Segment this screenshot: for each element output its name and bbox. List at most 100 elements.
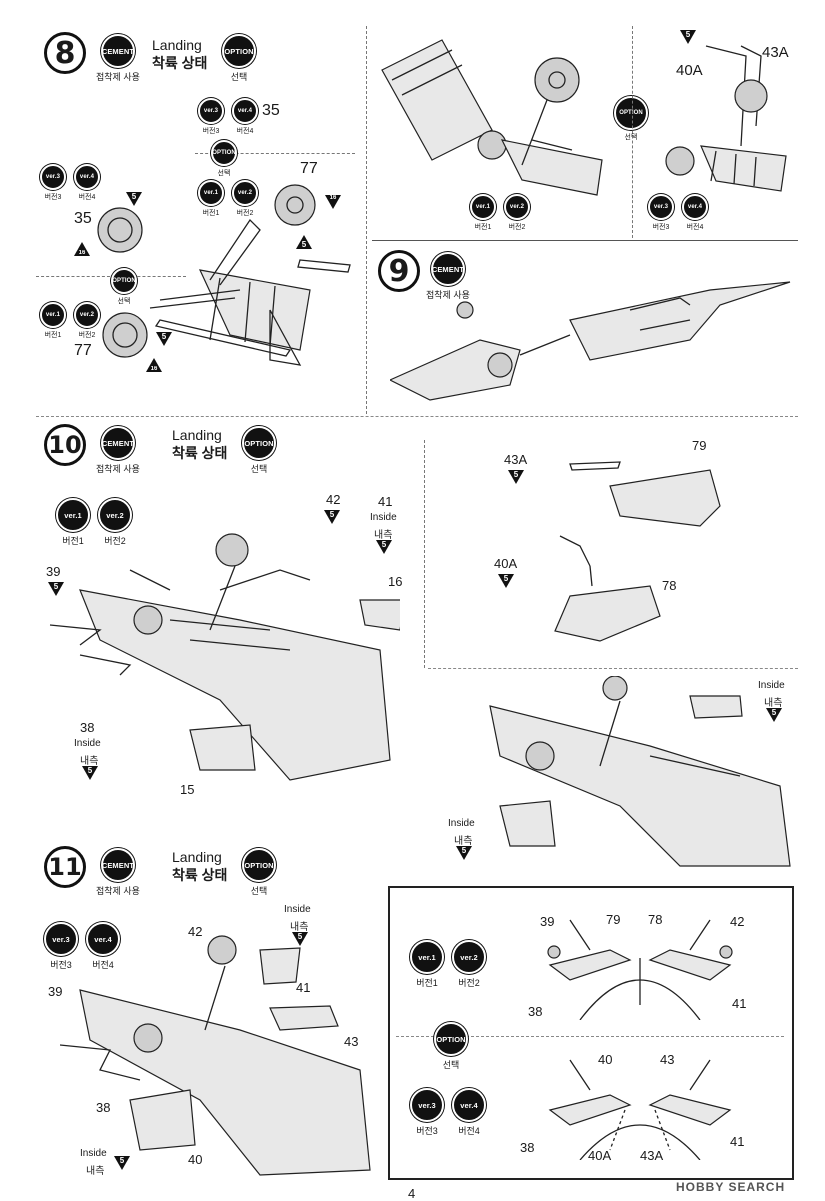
inside-en-label: Inside	[284, 904, 311, 915]
paint-16-marker: 16	[325, 195, 341, 209]
step8-divider-right	[195, 153, 355, 154]
watermark: HOBBY SEARCH	[676, 1180, 786, 1194]
paint-5-marker: 5	[126, 192, 142, 206]
part-40-label: 40	[188, 1152, 203, 1167]
paint-5-marker: 5	[114, 1156, 130, 1170]
part-78-label: 78	[662, 578, 677, 593]
paint-5-marker: 5	[508, 470, 524, 484]
step11-aircraft-illustration	[60, 935, 371, 1176]
part-77-left-label: 77	[74, 342, 92, 359]
step-11-number: 11	[44, 846, 86, 888]
inside-ko-label: 내측	[374, 530, 393, 541]
fuselage-gear-illustration	[381, 39, 603, 196]
step10-aircraft-illustration	[49, 533, 400, 781]
inside-ko-label: 내측	[86, 1166, 105, 1177]
part-41-label: 41	[378, 494, 393, 509]
paint-5-marker: 5	[456, 846, 472, 860]
part-40a-top-label: 40A	[676, 62, 703, 79]
inside-en-label: Inside	[74, 738, 101, 749]
part-35-top-label: 35	[262, 102, 280, 119]
detail-frame	[388, 886, 794, 1180]
gear-door-parts-illustration	[554, 461, 721, 642]
part-42-label: 42	[730, 914, 745, 929]
part-78-label: 78	[648, 912, 663, 927]
paint-5-marker: 5	[680, 30, 696, 44]
part-38-label: 38	[528, 1004, 543, 1019]
part-41-label: 41	[730, 1134, 745, 1149]
detail-upper-doors-illustration	[547, 919, 733, 1020]
step9-fuselage-illustration	[390, 281, 791, 401]
part-79-label: 79	[692, 438, 707, 453]
paint-5-marker: 5	[48, 582, 64, 596]
topright-vertical-divider	[632, 26, 633, 238]
paint-5-marker: 5	[324, 510, 340, 524]
inside-en-label: Inside	[448, 818, 475, 829]
part-43a-label: 43A	[504, 452, 528, 467]
part-41-label: 41	[732, 996, 747, 1011]
step10-right-divider	[428, 668, 798, 669]
inside-en-label: Inside	[370, 512, 397, 523]
step8-vertical-divider	[366, 26, 367, 414]
part-79-label: 79	[606, 912, 621, 927]
part-39-label: 39	[48, 984, 63, 999]
paint-5-marker: 5	[766, 708, 782, 722]
part-43a-label: 43A	[640, 1148, 664, 1163]
part-40-label: 40	[598, 1052, 613, 1067]
step10-vertical-divider	[424, 440, 425, 668]
part-40a-label: 40A	[494, 556, 518, 571]
page-number: 4	[408, 1186, 416, 1201]
part-16-label: 16	[388, 574, 403, 589]
paint-5-marker: 5	[156, 332, 172, 346]
paint-16-marker: 16	[146, 358, 162, 372]
part-43-label: 43	[660, 1052, 675, 1067]
step-10-number: 10	[44, 424, 86, 466]
part-43-label: 43	[344, 1034, 359, 1049]
inside-ko-label: 내측	[454, 836, 473, 847]
step10-right-aircraft-illustration	[489, 676, 791, 867]
part-15-label: 15	[180, 782, 195, 797]
topright-small-gear-illustration	[665, 45, 787, 192]
part-42-label: 42	[326, 492, 341, 507]
step9-top-divider	[372, 240, 798, 241]
part-43a-top-label: 43A	[762, 44, 789, 61]
part-35-left-label: 35	[74, 210, 92, 227]
step-8-number: 8	[44, 32, 86, 74]
part-77-top-label: 77	[300, 160, 318, 177]
part-38-label: 38	[80, 720, 95, 735]
inside-en-label: Inside	[80, 1148, 107, 1159]
inside-en-label: Inside	[758, 680, 785, 691]
part-38-label: 38	[96, 1100, 111, 1115]
inside-ko-label: 내측	[290, 922, 309, 933]
part-42-label: 42	[188, 924, 203, 939]
paint-5-marker: 5	[292, 932, 308, 946]
paint-16-marker: 16	[74, 242, 90, 256]
paint-5-marker: 5	[82, 766, 98, 780]
inside-ko-label: 내측	[764, 698, 783, 709]
paint-5-marker: 5	[498, 574, 514, 588]
paint-5-marker: 5	[376, 540, 392, 554]
